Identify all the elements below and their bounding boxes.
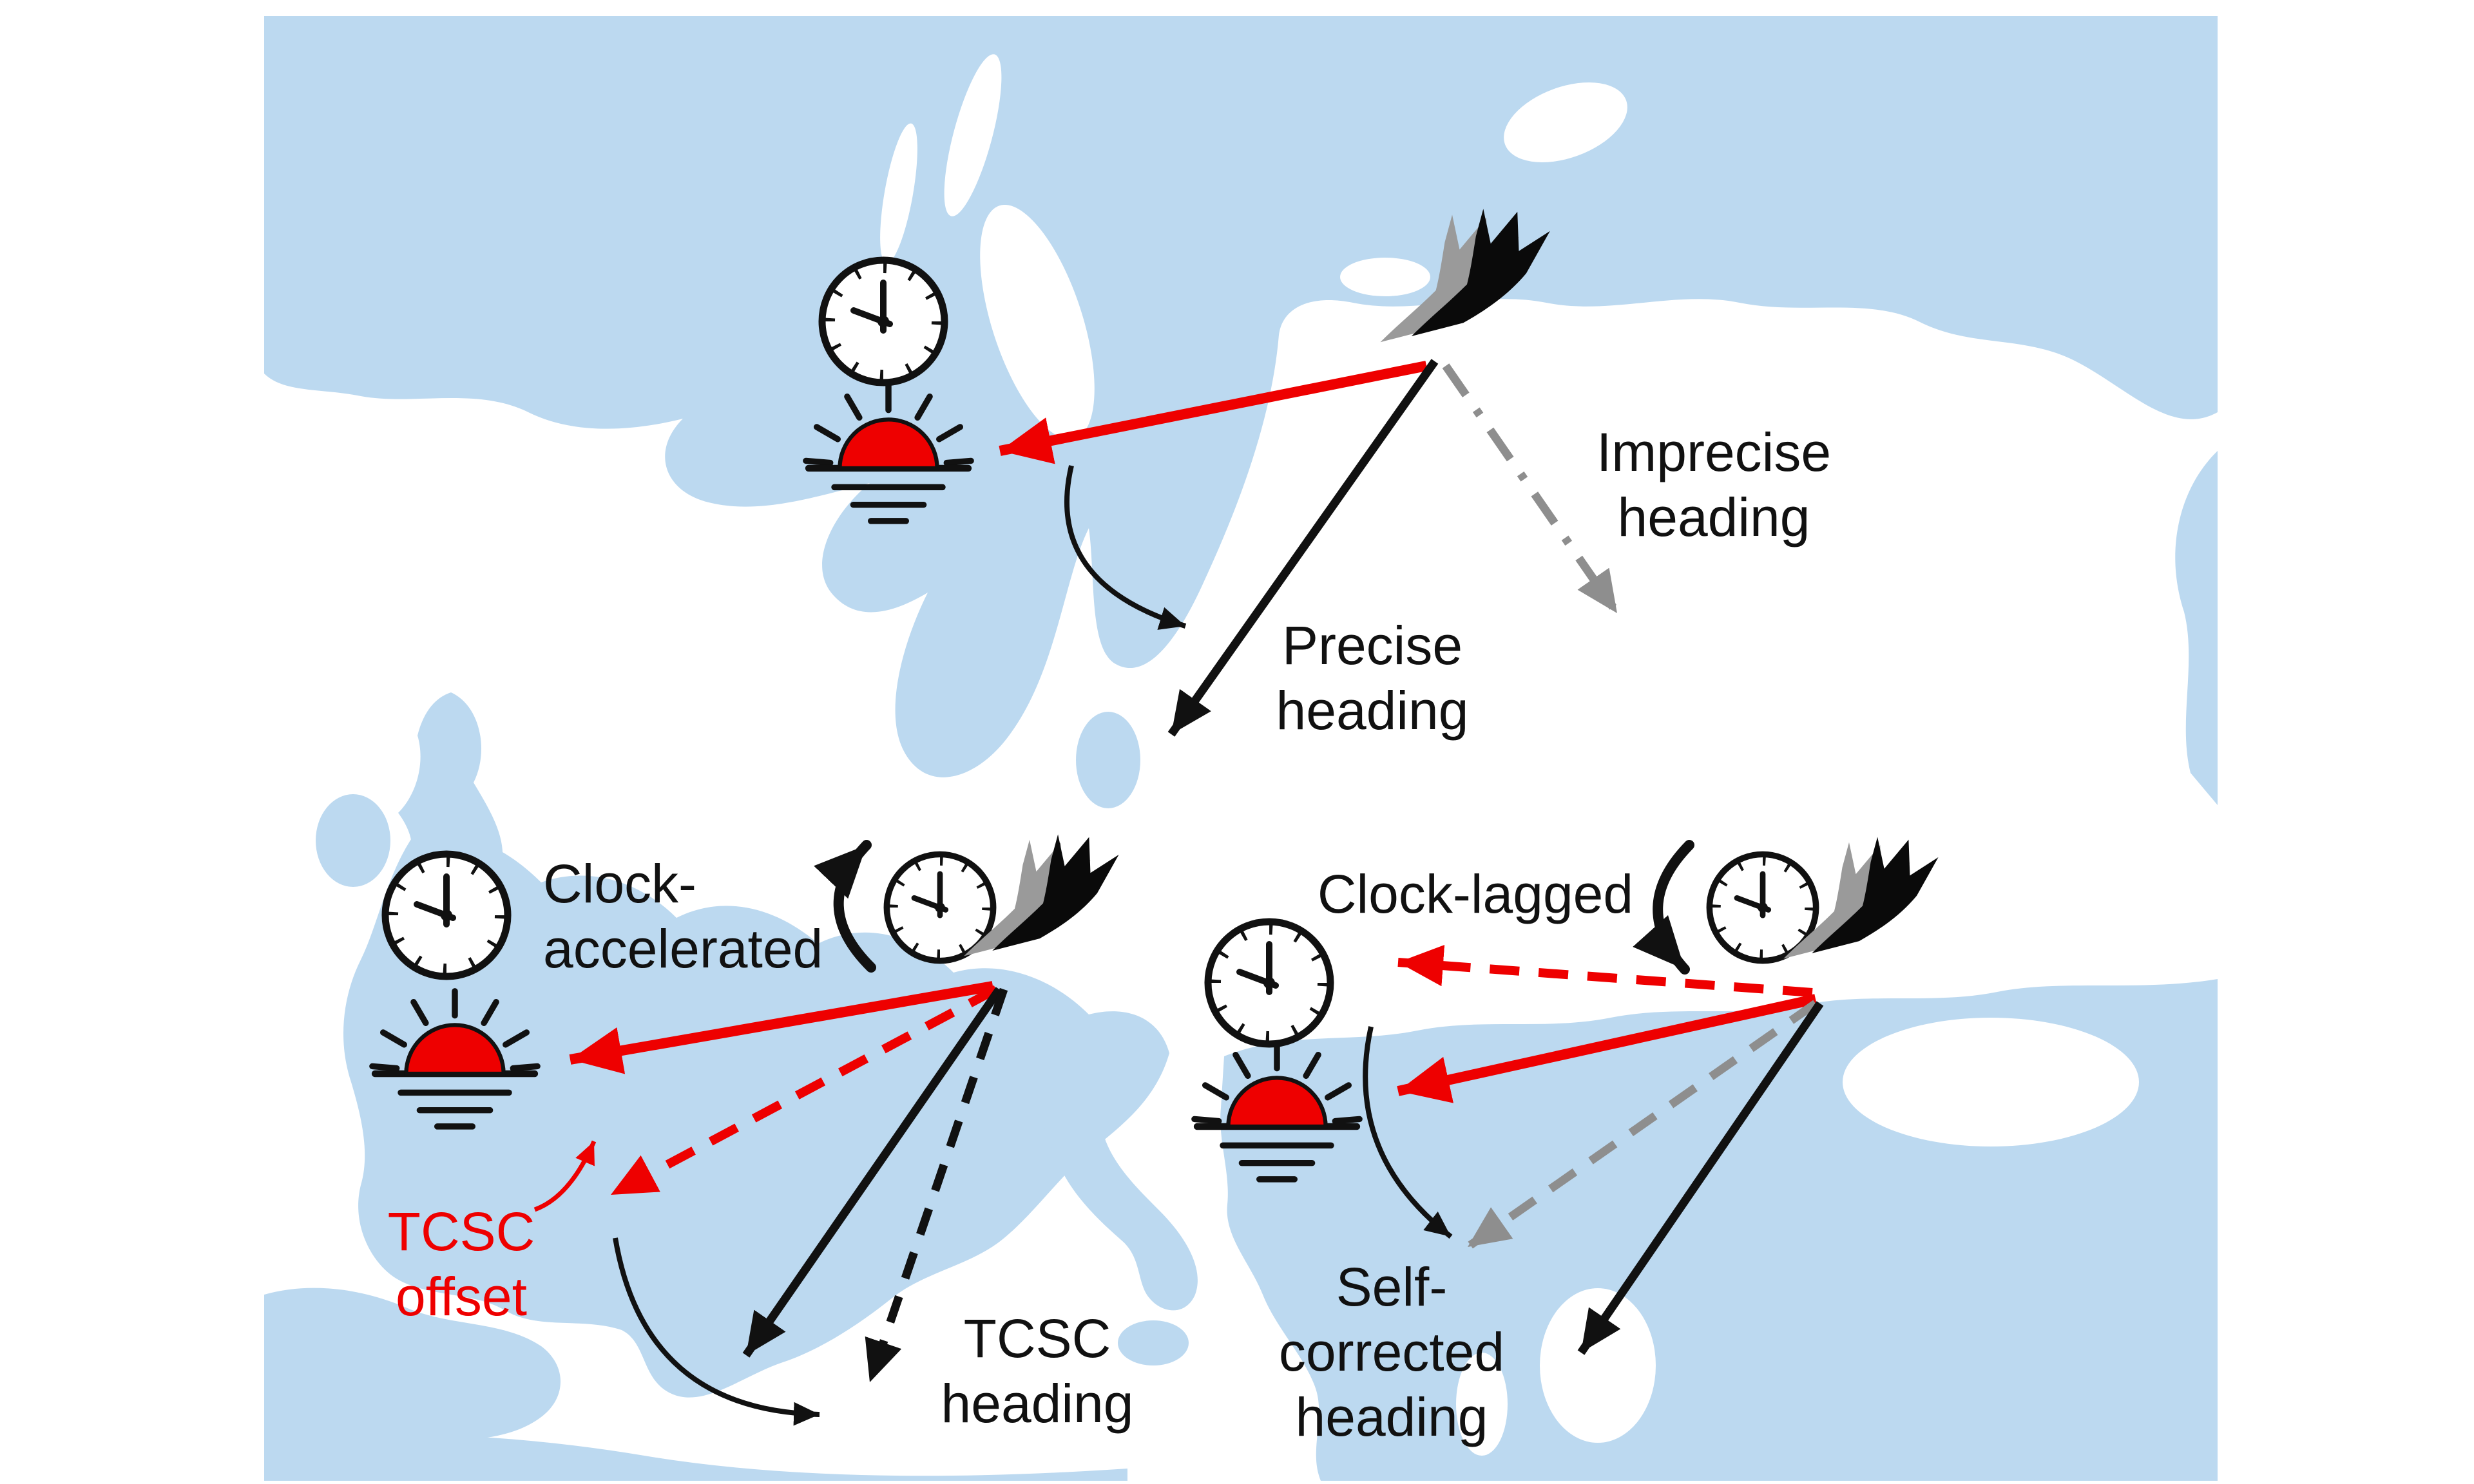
clock-icon [1208, 922, 1330, 1044]
map-landmass [264, 16, 2218, 777]
accelerated-black-dashed-arrow [865, 987, 1008, 1384]
map-landmass [2175, 451, 2218, 805]
self-corrected-line2: corrected [1278, 1321, 1505, 1382]
map-water [944, 54, 1002, 216]
top-precise-heading-arrow [1167, 359, 1439, 737]
tcsc-offset-pointer-arrow [533, 1140, 597, 1212]
map-landmass [264, 1288, 561, 1462]
map-water [1540, 1288, 1656, 1443]
tcsc-offset-label: TCSC offset [300, 1199, 622, 1329]
map-water [1456, 1353, 1508, 1456]
map-water [1340, 258, 1430, 296]
tcsc-offset-line1: TCSC [387, 1201, 535, 1262]
top-imprecise-heading-arrow [1442, 363, 1621, 616]
clock-accelerated-line1: Clock- [543, 853, 697, 914]
accelerated-red-dashed-arrow [608, 985, 999, 1199]
clock-lagged-line1: Clock-lagged [1317, 864, 1634, 924]
tcsc-heading-line1: TCSC [963, 1308, 1111, 1369]
imprecise-heading-line1: Imprecise [1596, 422, 1832, 482]
clock-accelerated-line2: accelerated [543, 918, 823, 979]
lagged-black-solid-arrow [1577, 1001, 1824, 1355]
accelerated-black-solid-arrow [742, 987, 1003, 1358]
imprecise-heading-label: Imprecise heading [1501, 420, 1926, 550]
map-water [980, 205, 1095, 439]
top-rotation-curve-arrow [1064, 465, 1187, 630]
clock-accelerated-label: Clock- accelerated [543, 851, 1033, 982]
precise-heading-label: Precise heading [1173, 613, 1572, 743]
tcsc-heading-line2: heading [941, 1373, 1134, 1434]
europe-map [264, 16, 2218, 1481]
map-water [1462, 319, 1540, 351]
map-landmass [264, 1434, 1127, 1481]
precise-heading-line1: Precise [1281, 615, 1463, 676]
clockwise-rotation-icon [1633, 840, 1694, 975]
clock-icon [822, 260, 945, 383]
self-corrected-heading-label: Self- corrected heading [1211, 1255, 1572, 1449]
tcsc-heading-label: TCSC heading [870, 1306, 1205, 1436]
map-water [1504, 82, 1627, 162]
map-landmass [1118, 1320, 1189, 1365]
self-corrected-line3: heading [1295, 1386, 1488, 1447]
accelerated-rotation-curve-arrow [613, 1237, 820, 1426]
lagged-rotation-curve-arrow [1363, 1026, 1453, 1239]
map-landmass [1041, 1093, 1198, 1311]
clock-lagged-label: Clock-lagged [1276, 862, 1675, 927]
lagged-red-solid-arrow [1397, 994, 1817, 1103]
lagged-red-dashed-arrow [1397, 944, 1813, 997]
map-water [880, 123, 917, 263]
precise-heading-line2: heading [1276, 680, 1469, 741]
map-water [1843, 1018, 2139, 1146]
lagged-gray-dashed-arrow [1465, 1000, 1818, 1251]
top-red-sun-compass-arrow [999, 361, 1428, 464]
imprecise-heading-line2: heading [1617, 486, 1810, 547]
map-landmass [316, 794, 390, 887]
map-landmass [1076, 712, 1140, 808]
tcsc-offset-line2: offset [396, 1266, 527, 1327]
self-corrected-line1: Self- [1336, 1257, 1448, 1317]
accelerated-red-solid-arrow [569, 981, 994, 1074]
clock-icon [385, 854, 508, 976]
counterclockwise-rotation-icon [814, 840, 876, 973]
